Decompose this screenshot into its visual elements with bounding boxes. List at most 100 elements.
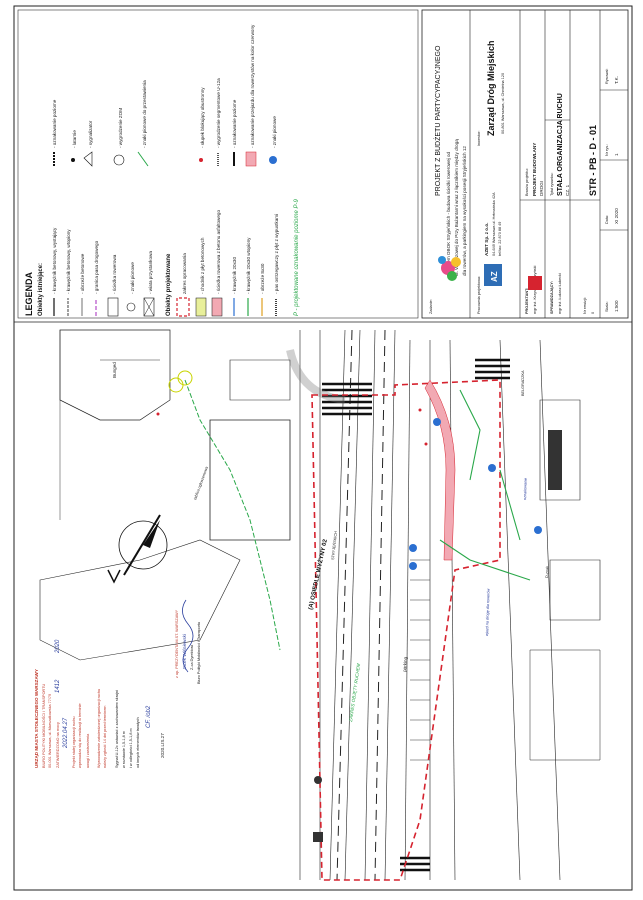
signature-note: Biuro Polityki Mobilności i Transportu xyxy=(197,622,201,684)
sheet-part: CZ. 1 xyxy=(565,184,570,196)
designer-label: Pracownia projektowa: xyxy=(477,276,481,314)
legend-projected-item: - oznakowanie przejazdu dla rowerzystów … xyxy=(250,24,255,148)
scale-label: Skala: xyxy=(605,301,609,312)
bike-path xyxy=(424,379,456,561)
sign-icon xyxy=(126,302,136,312)
company-name: AZET Sp. z o.o. xyxy=(484,223,489,256)
site-plan: (A) OSIEDLE WYŻYNY 02 STRYJEŃSKICH BELGR… xyxy=(39,329,601,881)
lamp-icon xyxy=(71,158,75,162)
legend-projected-item: - ścieżka rowerowa z betonu asfaltowego xyxy=(216,210,221,294)
legend-existing-item: - znaki pionowe do przestawienia xyxy=(142,80,147,148)
approval-stamp: URZĄD MIASTA STOŁECZNEGO WARSZAWY BIURO … xyxy=(34,599,201,769)
project-line: dla rowerów, a parkingiem na wysokości p… xyxy=(462,146,467,276)
legend-existing-title: Obiekty istniejące: xyxy=(38,263,44,316)
legend-projected-item: - wygrodzenie segmentowe U-12a xyxy=(216,78,221,148)
legend-existing-item: - znaki pionowe xyxy=(130,262,135,294)
branch-sub: DROGI xyxy=(539,181,544,196)
approval-date-written: 2022.04.27 xyxy=(63,717,69,749)
parking-stalls xyxy=(410,559,430,761)
signature-title: z up. PREZYDENTA M.ST. WARSZAWY xyxy=(175,609,179,678)
crosswalk xyxy=(322,382,372,416)
office-line: BIURO POLITYKI MOBILNOŚCI I TRANSPORTU xyxy=(41,683,46,768)
initials: CF. /ob2 xyxy=(146,705,152,728)
company-address: 04-649 Warszawa ul. Hetmańska 42A xyxy=(492,192,496,256)
handwritten-note: P - projektowane oznakowanie poziome P-9 xyxy=(294,198,300,316)
scale-value: 1:500 xyxy=(614,300,619,312)
sign-icon xyxy=(409,562,417,570)
zatwierdzono: ZATWIERDZONO na mocy xyxy=(56,722,60,768)
drawn-value: T.K. xyxy=(614,76,619,84)
green-route xyxy=(184,379,281,651)
legend: LEGENDA Obiekty istniejące: - krawężnik … xyxy=(24,24,300,317)
approval-line: uwagi i zastrzeżenia xyxy=(86,733,90,768)
compass xyxy=(118,514,168,576)
investor-name: Zarząd Dróg Miejskich xyxy=(486,40,496,136)
legend-box xyxy=(17,9,419,319)
approval-line: i w odległości 1,5-1,8 m xyxy=(129,728,133,768)
investor-address: 00-801 Warszawa, ul. Chmielna 120 xyxy=(501,73,505,134)
legend-projected-item: - oznakowanie poziome xyxy=(232,99,237,148)
approval-line: Projekt stałej organizacji ruchu xyxy=(72,717,76,769)
title-checker: SPRAWDZAJĄCY: mgr inż. Łukasz Łabecki Ty… xyxy=(550,93,570,314)
legend-existing-item: - obrzeże betonowe xyxy=(80,253,85,294)
path-label: wjazd na drogę dla rowerów xyxy=(485,588,491,636)
sheet-number-label: Nr rys.: xyxy=(605,144,609,156)
legend-projected-item: - chodnik z płyt betonowych xyxy=(200,237,205,294)
green-proj-line xyxy=(439,389,531,581)
stamp-date: 2020.LIS.27 xyxy=(160,733,165,758)
approval-number: 1412 xyxy=(55,679,61,693)
building-label: Bunged xyxy=(112,362,117,378)
roundabout xyxy=(286,349,346,404)
branch-label: Branża projektu: xyxy=(525,168,529,196)
drawing-number: STR - PB - D - 01 xyxy=(588,125,598,196)
signal-icon xyxy=(83,151,93,167)
sign-icon xyxy=(409,544,417,552)
legend-existing-item: - latarnie xyxy=(72,130,77,148)
legend-existing-item: - wygrodzenie ZOM xyxy=(118,108,123,148)
sign-icon xyxy=(488,464,496,472)
approval-line: Wprowadzenie zatwierdzonej organizacji r… xyxy=(97,689,101,768)
title-number: STR - PB - D - 01 Nr rewizji: 0 xyxy=(583,125,598,314)
title-project: Zadanie: PROJEKT Z BUDŻETU PARTYCYPACYJN… xyxy=(429,45,467,314)
legend-existing-item: - wiata przystankowa xyxy=(148,251,153,294)
legend-projected-item: - słupek blokujący obustronny xyxy=(200,87,205,148)
approval-year: 2020 xyxy=(55,639,61,654)
approval-line: wprowadza się do realizacji w terminie xyxy=(78,703,82,768)
title-meta: Skala: 1:500 Data: XI 2020 Nr rys.: 1 Ry… xyxy=(605,69,619,312)
legend-existing-item: - granica pasa drogowego xyxy=(94,240,99,294)
sheet-title: STAŁA ORGANIZACJA RUCHU xyxy=(557,93,564,196)
sheet-number-value: 1 xyxy=(614,153,619,156)
project-label: Zadanie: xyxy=(429,299,433,314)
signature-stroke xyxy=(182,599,194,673)
sign-blue-icon xyxy=(269,156,277,164)
legend-projected-title: Obiekty projektowane xyxy=(166,253,172,316)
legend-existing-item: - krawężnik betonowy, wystający xyxy=(52,227,57,294)
legend-projected-item: - obrzeże 8x30 xyxy=(260,263,265,294)
sign-icon xyxy=(433,418,441,426)
parking-label: parking xyxy=(402,656,408,672)
street-top-label: BELGRADZKA xyxy=(521,370,525,396)
revision-label: Nr rewizji: xyxy=(583,297,587,314)
company-phone: tel/fax: 22 870 88 49 xyxy=(498,222,502,256)
drawn-label: Rysował: xyxy=(605,69,609,84)
office-line: 00-001 Warszawa, ul. Marszałkowska 77/79 xyxy=(48,694,52,768)
project-line: ul. Wąwozowej do Przy Bażantarni wraz z … xyxy=(454,139,459,276)
company-logo xyxy=(484,264,502,286)
legend-projected-item: - pas ostrzegawczy z płyt z wypustkami xyxy=(274,214,279,294)
revision-value: 0 xyxy=(591,312,595,314)
sign-icon xyxy=(314,776,322,784)
legend-existing-item: - krawężnik betonowy, wtopiony xyxy=(66,229,71,294)
approval-line: należy zgłosić 14 dni przed terminem xyxy=(103,706,107,768)
approval-line: w rozstawie 1,5-1,8 m xyxy=(122,731,126,768)
legend-existing-item: - ścieżka rowerowa xyxy=(112,254,117,294)
svg-text:AZ: AZ xyxy=(490,271,499,282)
approval-line: od innych elementów trwałych xyxy=(136,717,140,768)
legend-title: LEGENDA xyxy=(24,271,34,316)
zom-icon xyxy=(113,154,125,166)
role-label: SPRAWDZAJĄCY: xyxy=(550,281,554,314)
budget-logo xyxy=(438,256,461,281)
title-investor: Pracownia projektowa: AZ AZET Sp. z o.o.… xyxy=(477,40,505,314)
legend-projected-item: - znaki pionowe xyxy=(272,116,277,148)
sign-markers xyxy=(313,418,542,842)
